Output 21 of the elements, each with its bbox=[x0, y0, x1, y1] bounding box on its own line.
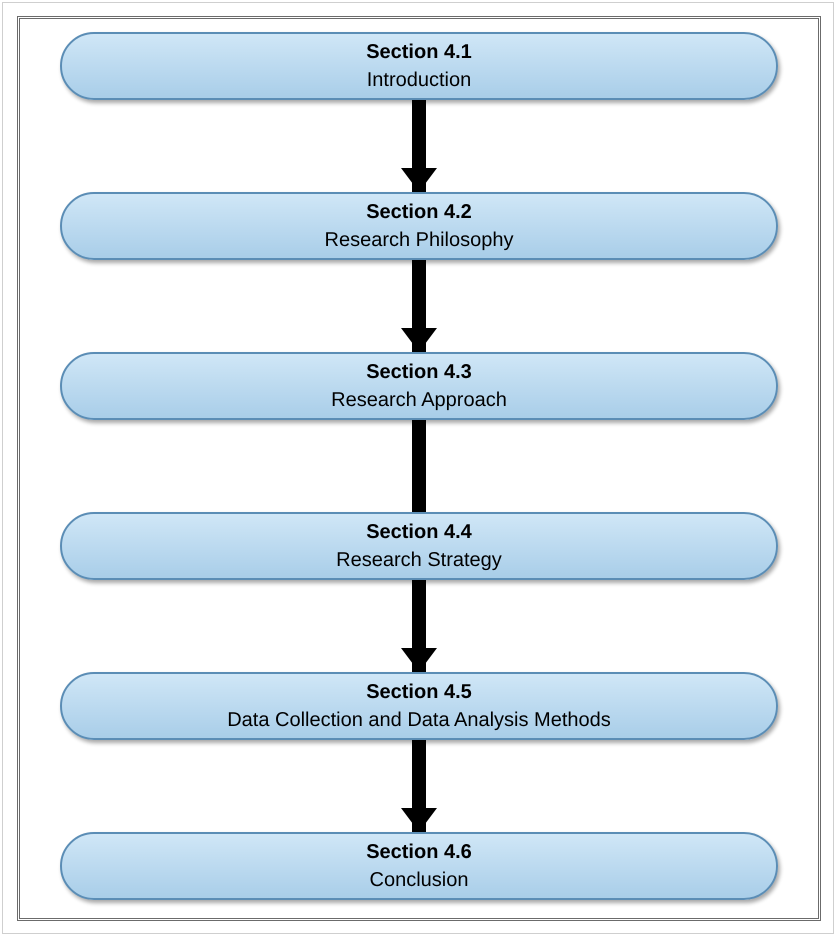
arrow bbox=[401, 580, 437, 672]
section-pill bbox=[60, 832, 778, 900]
section-number: Section 4.5 bbox=[366, 680, 472, 705]
section-number: Section 4.4 bbox=[366, 520, 472, 545]
section-title: Data Collection and Data Analysis Methods bbox=[227, 708, 611, 733]
arrow bbox=[401, 100, 437, 192]
section-number: Section 4.6 bbox=[366, 840, 472, 865]
section-pill bbox=[60, 192, 778, 260]
section-number: Section 4.1 bbox=[366, 40, 472, 65]
section-title: Research Approach bbox=[331, 388, 507, 413]
section-title: Introduction bbox=[366, 68, 472, 93]
section-pill bbox=[60, 352, 778, 420]
section-pill bbox=[60, 512, 778, 580]
arrow bbox=[401, 740, 437, 832]
section-title: Research Strategy bbox=[336, 548, 502, 573]
section-title: Conclusion bbox=[370, 868, 468, 893]
section-number: Section 4.2 bbox=[366, 200, 472, 225]
section-pill bbox=[60, 672, 778, 740]
section-pill bbox=[60, 32, 778, 100]
section-number: Section 4.3 bbox=[366, 360, 472, 385]
section-title: Research Philosophy bbox=[324, 228, 514, 253]
